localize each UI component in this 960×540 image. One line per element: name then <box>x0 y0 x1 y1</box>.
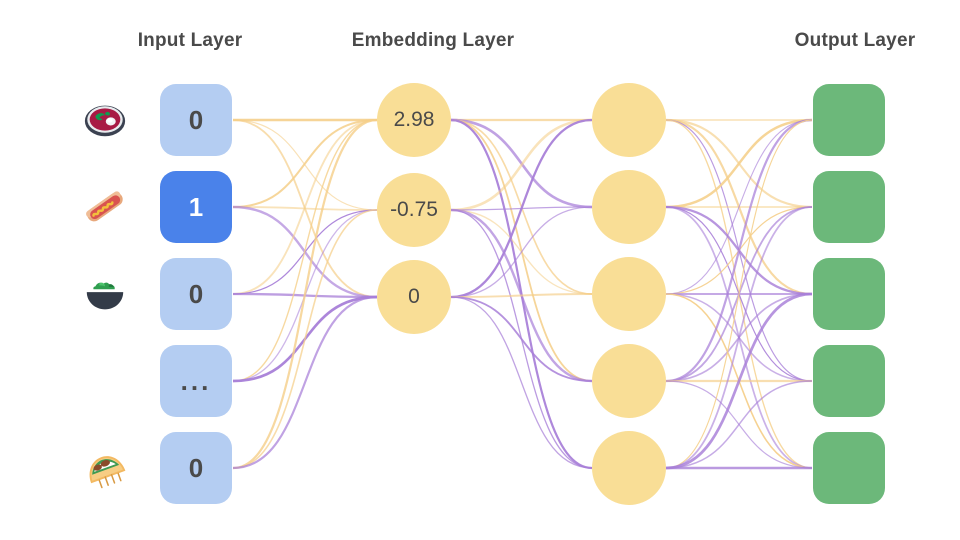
hidden-output-edge-2-1 <box>665 206 813 295</box>
hidden-output-edge-1-2 <box>665 205 813 296</box>
embedding-hidden-edge-0-4 <box>450 118 593 470</box>
output-node-4[interactable] <box>813 432 885 504</box>
embedding-hidden-edge-0-2 <box>450 119 593 295</box>
input-embedding-edge-1-1 <box>232 206 378 211</box>
embedding-node-1[interactable]: -0.75 <box>377 173 451 247</box>
hidden-output-edge-1-4 <box>665 206 813 469</box>
input-embedding-edge-3-1 <box>232 209 378 382</box>
input-embedding-edge-2-2 <box>232 292 378 299</box>
hidden-output-edge-1-3 <box>665 206 813 382</box>
hidden-node-2[interactable] <box>592 257 666 331</box>
taco-icon <box>78 441 132 495</box>
input-embedding-edge-3-0 <box>232 119 378 382</box>
hidden-node-0[interactable] <box>592 83 666 157</box>
embedding-node-0[interactable]: 2.98 <box>377 83 451 157</box>
hidden-output-edge-2-3 <box>665 293 813 382</box>
input-node-1[interactable]: 1 <box>160 171 232 243</box>
embedding-hidden-edge-0-1 <box>450 118 593 209</box>
output-node-3[interactable] <box>813 345 885 417</box>
hidden-output-edge-0-2 <box>665 118 813 296</box>
embedding-hidden-edge-1-2 <box>450 209 593 295</box>
embedding-layer-title: Embedding Layer <box>351 30 515 51</box>
hidden-output-edge-2-4 <box>665 293 813 469</box>
embedding-hidden-edge-2-1 <box>450 206 593 298</box>
input-embedding-edge-1-2 <box>232 205 378 299</box>
hidden-node-4[interactable] <box>592 431 666 505</box>
hidden-output-edge-4-0 <box>665 119 813 469</box>
input-layer-title: Input Layer <box>137 30 243 51</box>
hidden-output-edge-3-1 <box>665 206 813 382</box>
output-node-2[interactable] <box>813 258 885 330</box>
hidden-output-edge-0-1 <box>665 118 813 209</box>
input-embedding-edge-3-2 <box>232 295 378 383</box>
input-embedding-edge-2-1 <box>232 209 378 295</box>
embedding-hidden-edge-1-3 <box>450 208 593 383</box>
hidden-output-edge-0-3 <box>665 119 813 382</box>
hotdog-icon <box>78 180 132 234</box>
embedding-hidden-edge-1-1 <box>450 206 593 211</box>
hidden-output-edge-3-4 <box>665 380 813 469</box>
hidden-output-edge-2-0 <box>665 119 813 295</box>
input-embedding-edge-4-2 <box>232 295 378 470</box>
hidden-output-edge-4-3 <box>665 380 813 469</box>
input-embedding-edge-0-2 <box>232 119 378 298</box>
hidden-node-1[interactable] <box>592 170 666 244</box>
embedding-hidden-edge-2-3 <box>450 296 593 382</box>
input-node-0[interactable]: 0 <box>160 84 232 156</box>
input-node-4[interactable]: 0 <box>160 432 232 504</box>
salad-icon <box>78 267 132 321</box>
embedding-hidden-edge-0-3 <box>450 119 593 382</box>
steak-icon <box>78 93 132 147</box>
input-embedding-edge-4-1 <box>232 209 378 469</box>
hidden-output-edge-3-2 <box>665 293 813 382</box>
input-embedding-edge-2-0 <box>232 119 378 295</box>
hidden-output-edge-4-2 <box>665 292 813 470</box>
hidden-output-edge-1-0 <box>665 118 813 209</box>
input-embedding-edge-1-0 <box>232 118 378 209</box>
embedding-hidden-edge-2-2 <box>450 293 593 298</box>
input-embedding-edge-4-0 <box>232 118 378 470</box>
output-node-0[interactable] <box>813 84 885 156</box>
output-node-1[interactable] <box>813 171 885 243</box>
embedding-hidden-edge-1-4 <box>450 209 593 469</box>
hidden-output-edge-4-1 <box>665 206 813 469</box>
embedding-node-2[interactable]: 0 <box>377 260 451 334</box>
hidden-output-edge-0-4 <box>665 119 813 469</box>
hidden-output-edge-3-0 <box>665 118 813 383</box>
output-layer-title: Output Layer <box>794 30 916 51</box>
input-embedding-edge-0-1 <box>232 119 378 211</box>
embedding-hidden-edge-2-4 <box>450 296 593 469</box>
input-node-3[interactable]: ... <box>160 345 232 417</box>
hidden-node-3[interactable] <box>592 344 666 418</box>
embedding-hidden-edge-2-0 <box>450 118 593 299</box>
embedding-hidden-edge-1-0 <box>450 118 593 212</box>
input-node-2[interactable]: 0 <box>160 258 232 330</box>
